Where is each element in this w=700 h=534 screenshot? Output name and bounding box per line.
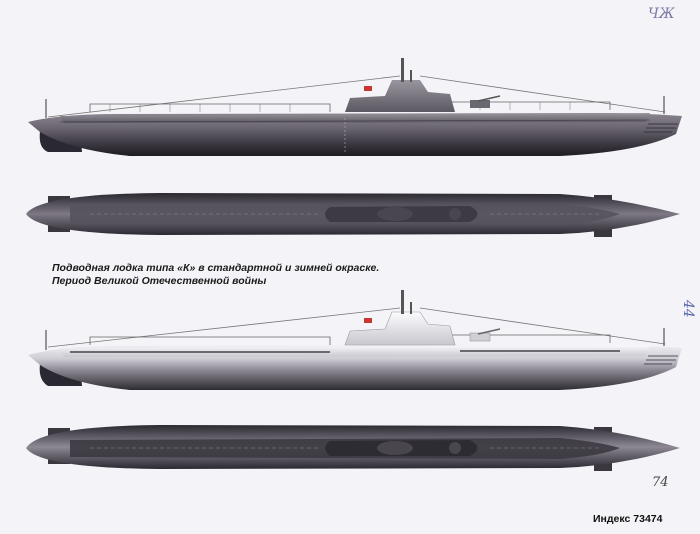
submarine-standard-side-view [28, 58, 682, 156]
caption-line-2: Период Великой Отечественной войны [52, 275, 267, 287]
margin-note-top-right: ЧЖ [648, 6, 676, 22]
caption-line-1: Подводная лодка типа «К» в стандартной и… [52, 262, 380, 274]
margin-note-right-middle: 44 [680, 299, 696, 318]
margin-note-bottom-right: 74 [652, 475, 669, 490]
submarine-winter-side-view [28, 290, 682, 390]
submarine-winter-top-view [26, 425, 680, 471]
illustration-caption: Подводная лодка типа «К» в стандартной и… [52, 262, 379, 288]
submarine-standard-top-view [26, 193, 680, 237]
catalog-index-label: Индекс 73474 [593, 513, 663, 525]
